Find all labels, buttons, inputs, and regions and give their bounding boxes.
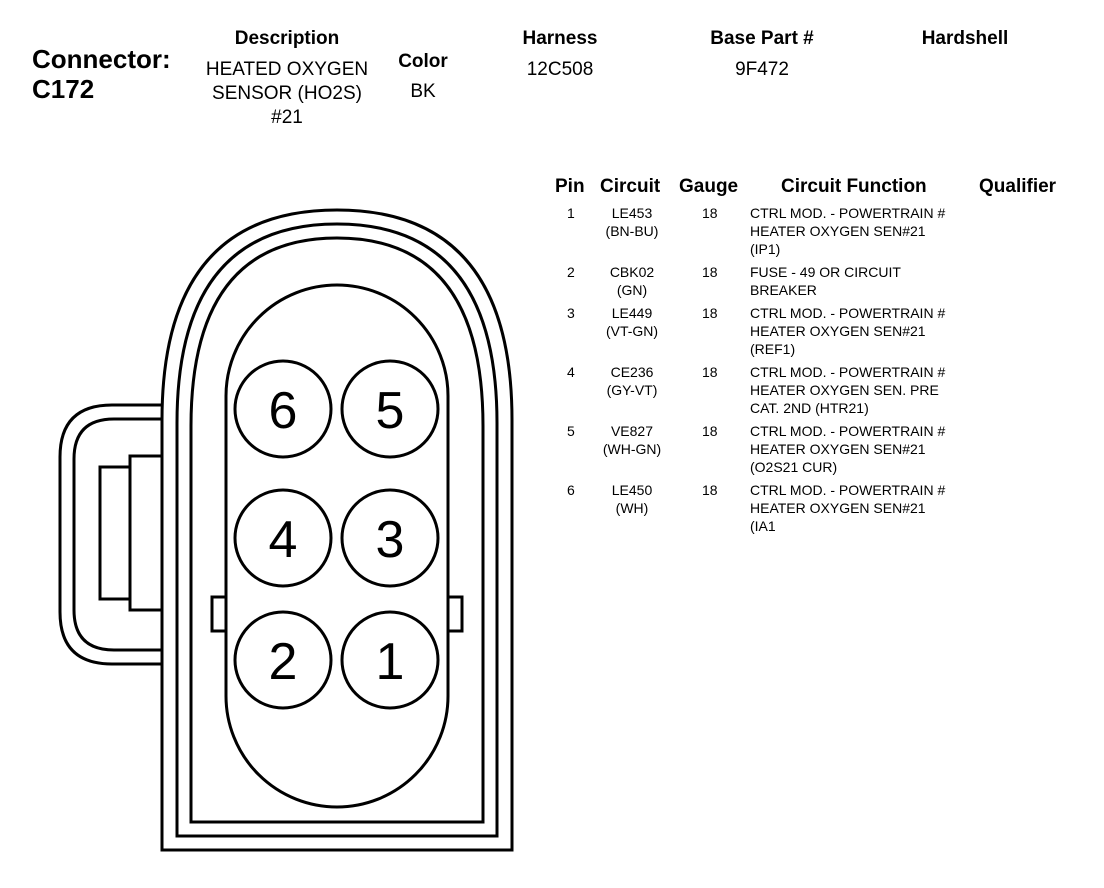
gauge-cell: 18	[702, 423, 718, 439]
hardshell-header: Hardshell	[921, 28, 1009, 49]
connector-id: C172	[32, 74, 95, 104]
function-cell: CTRL MOD. - POWERTRAIN # HEATER OXYGEN S…	[750, 304, 990, 358]
circuit-id: LE450	[611, 482, 653, 498]
function-line: HEATER OXYGEN SEN#21	[750, 500, 926, 516]
gauge-cell: 18	[702, 205, 718, 221]
pin-cell: 4	[567, 364, 575, 380]
harness-header: Harness	[522, 28, 598, 49]
circuit-cell: LE450 (WH)	[587, 481, 677, 517]
function-line: (IA1	[750, 518, 776, 534]
function-cell: CTRL MOD. - POWERTRAIN # HEATER OXYGEN S…	[750, 481, 990, 535]
gauge-cell: 18	[702, 264, 718, 280]
description-line: HEATED OXYGEN	[205, 59, 369, 80]
table-header-row: Pin Circuit Gauge Circuit Function Quali…	[547, 176, 1104, 200]
connector-title: Connector: C172	[32, 44, 171, 104]
function-line: HEATER OXYGEN SEN. PRE	[750, 382, 939, 398]
circuit-color: (GN)	[616, 282, 648, 298]
description-line: SENSOR (HO2S)	[212, 83, 362, 104]
circuit-color: (GY-VT)	[606, 382, 658, 398]
pin-header: Pin	[555, 176, 585, 197]
circuit-cell: LE453 (BN-BU)	[587, 204, 677, 240]
function-line: CAT. 2ND (HTR21)	[750, 400, 869, 416]
circuit-cell: LE449 (VT-GN)	[587, 304, 677, 340]
gauge-cell: 18	[702, 364, 718, 380]
color-value: BK	[410, 81, 436, 102]
circuit-id: LE453	[611, 205, 653, 221]
function-line: BREAKER	[750, 282, 817, 298]
function-line: HEATER OXYGEN SEN#21	[750, 323, 926, 339]
qualifier-header: Qualifier	[979, 176, 1057, 197]
pin-number-2: 2	[269, 633, 298, 691]
function-line: HEATER OXYGEN SEN#21	[750, 441, 926, 457]
connector-label: Connector:	[32, 44, 171, 74]
function-cell: CTRL MOD. - POWERTRAIN # HEATER OXYGEN S…	[750, 363, 990, 417]
circuit-id: CE236	[610, 364, 654, 380]
function-line: CTRL MOD. - POWERTRAIN #	[750, 482, 946, 498]
function-line: (IP1)	[750, 241, 781, 257]
pin-cell: 1	[567, 205, 575, 221]
pin-cell: 6	[567, 482, 575, 498]
function-line: CTRL MOD. - POWERTRAIN #	[750, 364, 946, 380]
function-line: HEATER OXYGEN SEN#21	[750, 223, 926, 239]
circuit-color: (BN-BU)	[605, 223, 659, 239]
gauge-cell: 18	[702, 305, 718, 321]
function-line: CTRL MOD. - POWERTRAIN #	[750, 423, 946, 439]
description-line: #21	[271, 107, 303, 128]
base-part-header: Base Part #	[710, 28, 814, 49]
pin-number-5: 5	[376, 382, 405, 440]
function-cell: CTRL MOD. - POWERTRAIN # HEATER OXYGEN S…	[750, 422, 990, 476]
circuit-cell: CBK02 (GN)	[587, 263, 677, 299]
pin-cell: 5	[567, 423, 575, 439]
color-header: Color	[398, 51, 448, 72]
function-line: CTRL MOD. - POWERTRAIN #	[750, 205, 946, 221]
gauge-cell: 18	[702, 482, 718, 498]
circuit-color: (WH)	[615, 500, 649, 516]
circuit-color: (WH-GN)	[602, 441, 662, 457]
description-value: HEATED OXYGEN SENSOR (HO2S) #21	[190, 58, 384, 130]
pin-number-6: 6	[269, 382, 298, 440]
pin-cell: 2	[567, 264, 575, 280]
connector-outline	[58, 208, 514, 852]
circuit-cell: VE827 (WH-GN)	[587, 422, 677, 458]
gauge-header: Gauge	[679, 176, 739, 197]
circuit-header: Circuit	[600, 176, 661, 197]
circuit-id: CBK02	[609, 264, 655, 280]
function-line: (REF1)	[750, 341, 796, 357]
function-cell: FUSE - 49 OR CIRCUIT BREAKER	[750, 263, 990, 299]
circuit-id: VE827	[610, 423, 654, 439]
circuit-color: (VT-GN)	[605, 323, 659, 339]
circuit-id: LE449	[611, 305, 653, 321]
pin-number-1: 1	[376, 633, 405, 691]
pin-cell: 3	[567, 305, 575, 321]
pin-number-4: 4	[269, 511, 298, 569]
pinout-table: Pin Circuit Gauge Circuit Function Quali…	[547, 176, 1104, 576]
harness-value: 12C508	[526, 59, 594, 80]
function-line: (O2S21 CUR)	[750, 459, 838, 475]
function-line: FUSE - 49 OR CIRCUIT	[750, 264, 901, 280]
description-header: Description	[234, 28, 340, 49]
circuit-cell: CE236 (GY-VT)	[587, 363, 677, 399]
function-header: Circuit Function	[781, 176, 927, 197]
function-cell: CTRL MOD. - POWERTRAIN # HEATER OXYGEN S…	[750, 204, 990, 258]
base-part-value: 9F472	[735, 59, 789, 80]
function-line: CTRL MOD. - POWERTRAIN #	[750, 305, 946, 321]
pin-number-3: 3	[376, 511, 405, 569]
